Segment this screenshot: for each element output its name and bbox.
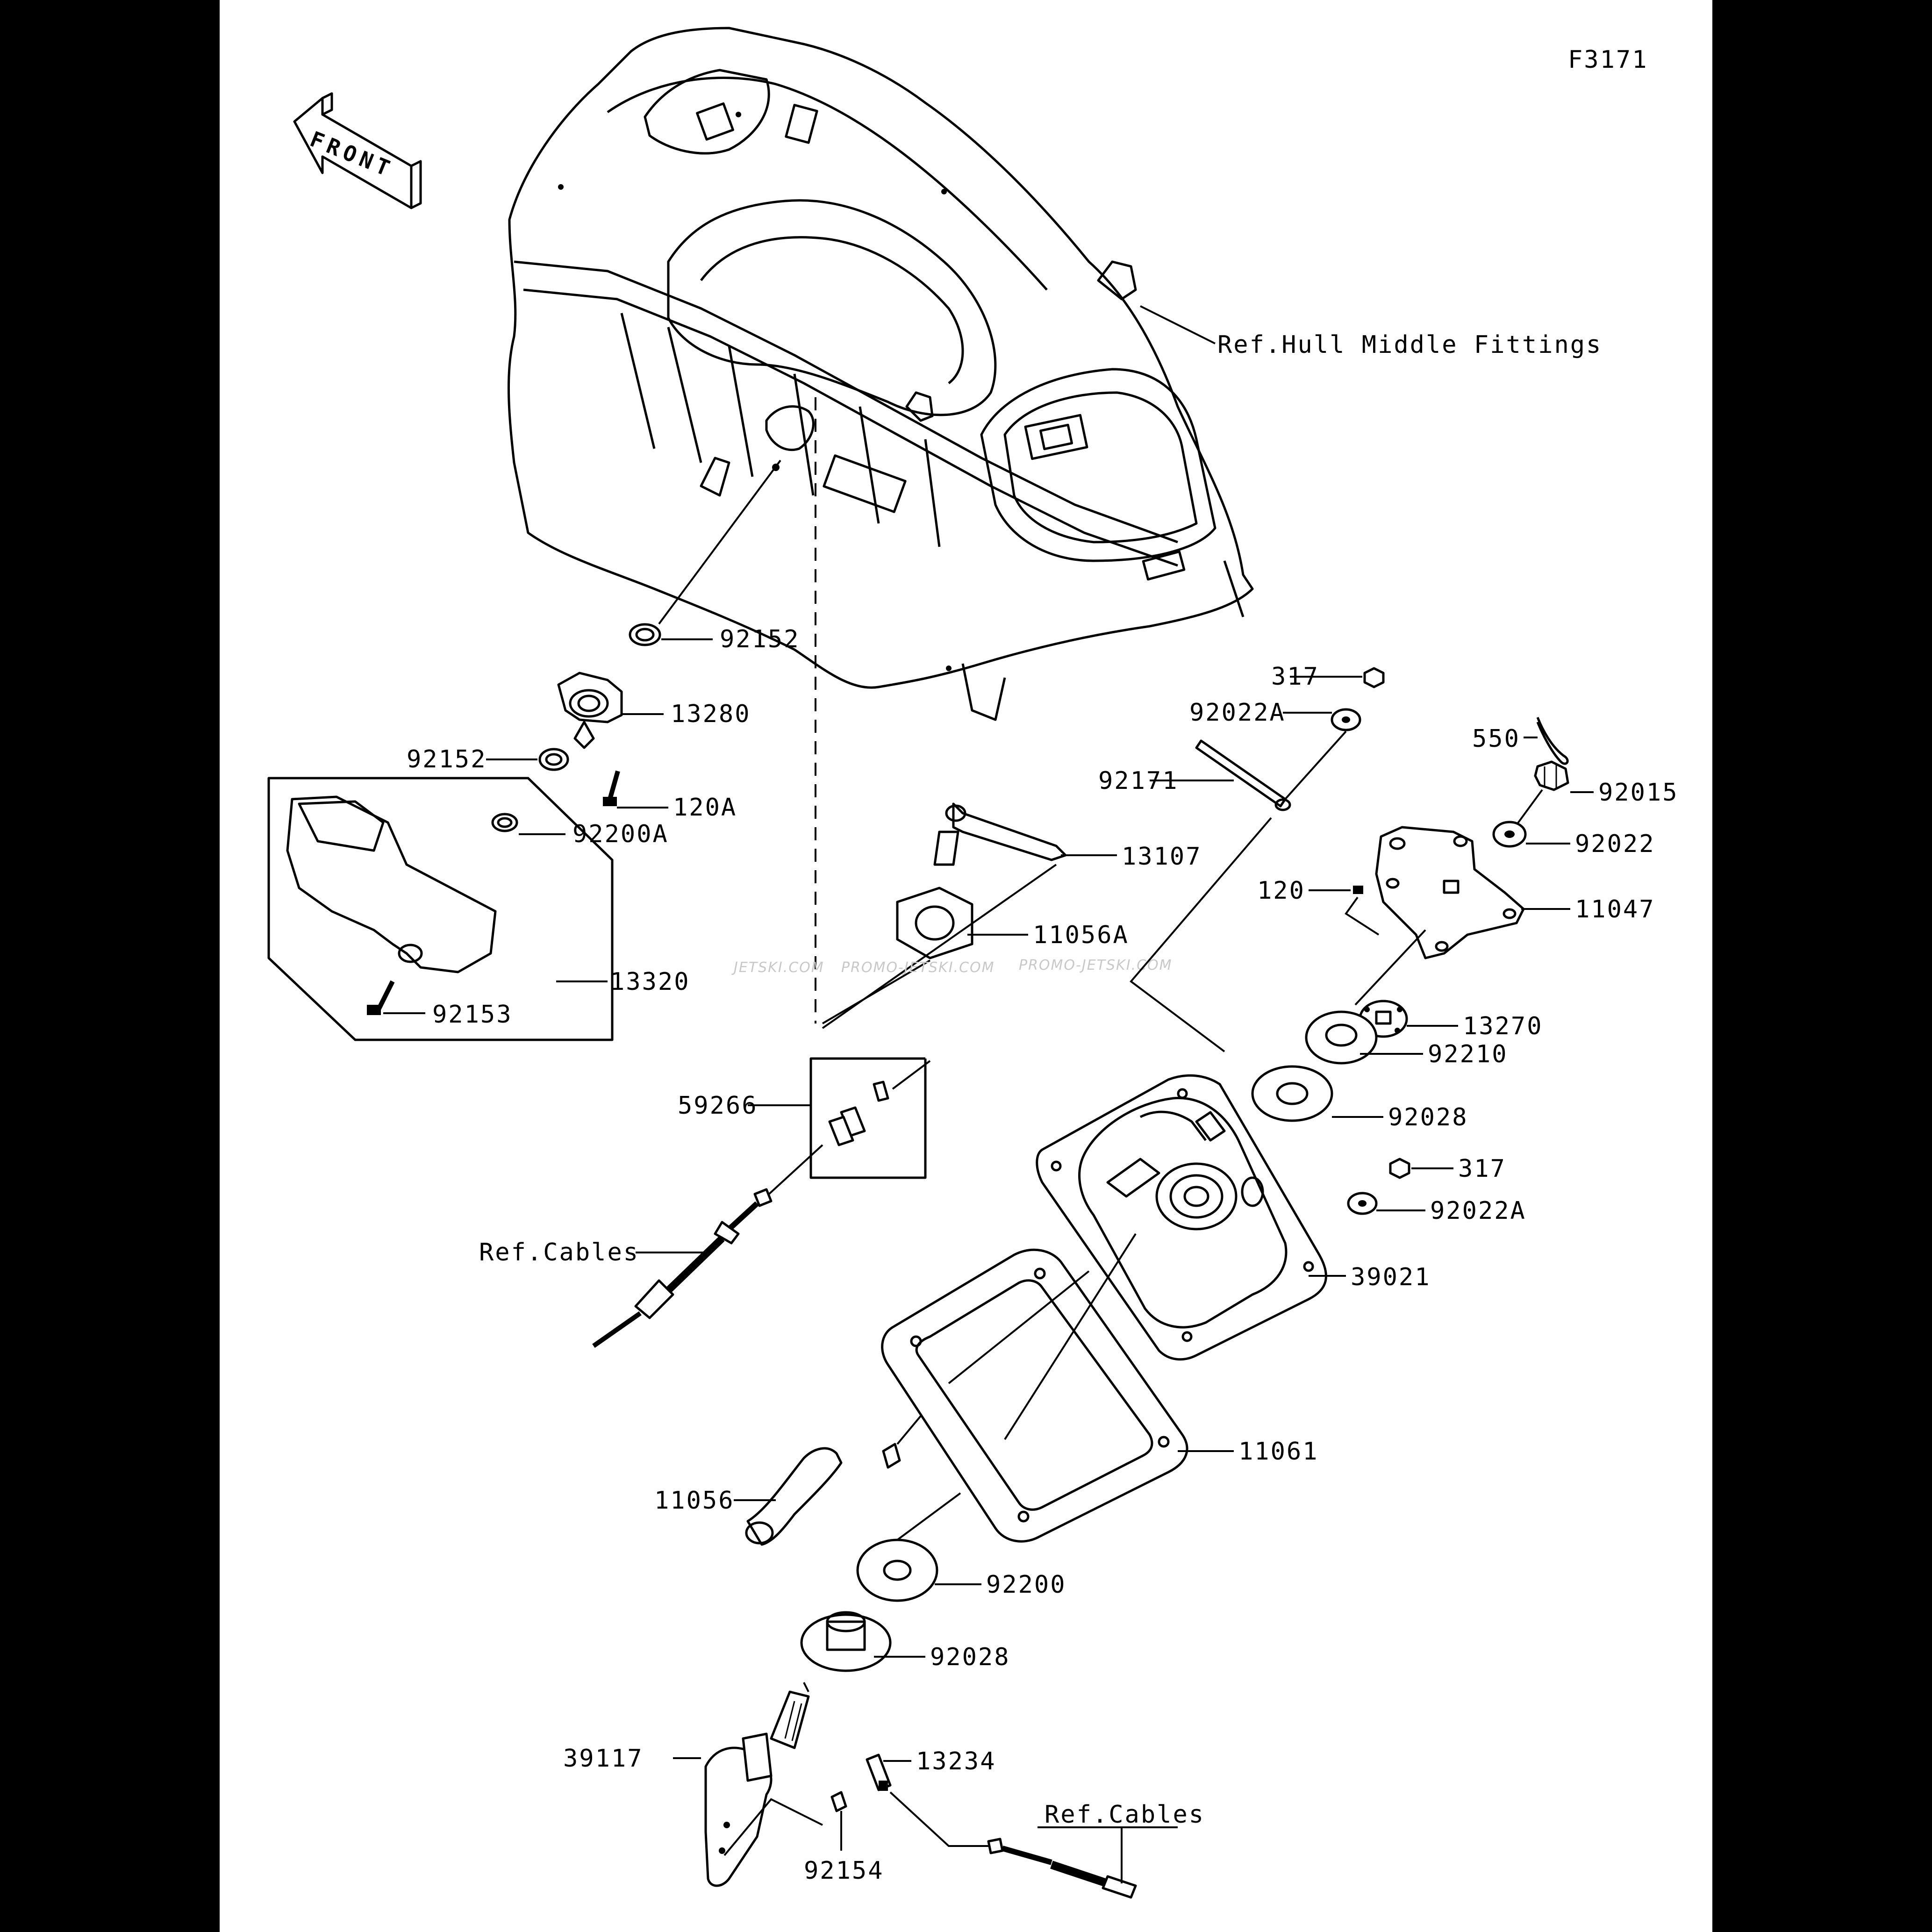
label-92152-mid: 92152 [407,745,487,773]
label-92152-top: 92152 [720,625,800,653]
label-92022A-lower: 92022A [1430,1197,1526,1225]
part-92200A-oring [491,813,565,835]
label-92015: 92015 [1598,779,1679,807]
part-120A-screw [603,770,668,809]
part-11061-gasket [881,1233,1234,1543]
hull-middle-fittings-drawing [507,27,1254,721]
label-13280: 13280 [671,700,751,728]
label-39021: 39021 [1351,1263,1431,1291]
part-92022-washer [1492,821,1570,848]
label-550: 550 [1472,725,1520,753]
part-13107-lever [933,802,1117,866]
part-120-screw [1309,886,1380,936]
label-92210: 92210 [1428,1040,1508,1068]
label-317-top: 317 [1271,663,1319,691]
part-92015-castle-nut [1516,760,1594,826]
label-120: 120 [1257,877,1305,905]
watermark-1: JETSKI.COM [731,959,824,976]
label-13270: 13270 [1463,1012,1543,1040]
label-13320: 13320 [610,968,690,996]
label-11056A: 11056A [1033,921,1129,949]
label-92022A-top: 92022A [1189,699,1286,727]
ref-cables-upper: Ref.Cables [479,1238,639,1267]
label-92028-lower: 92028 [930,1643,1010,1671]
part-92210-bushing [1305,1010,1423,1065]
part-13280-switch [557,672,664,749]
part-92152-grommet-top [629,459,781,646]
part-13234-joint [866,1753,911,1791]
part-39021-housing [1036,1074,1346,1361]
label-317-lower: 317 [1458,1155,1506,1183]
part-92028-washer-upper [1251,1065,1383,1122]
part-11056A-gasket [822,864,1057,1029]
label-13234: 13234 [916,1747,996,1775]
label-92200A: 92200A [572,820,669,848]
cable-lower [889,1791,1178,1899]
label-11061: 11061 [1238,1438,1319,1466]
figure-code: F3171 [1568,46,1648,74]
front-arrow-badge: FRONT [293,92,422,209]
part-92171-strap [1130,739,1291,1052]
part-92200-washer [856,1492,981,1602]
label-92022: 92022 [1575,830,1655,858]
label-39117: 39117 [563,1745,644,1773]
ref-hull-label: Ref.Hull Middle Fittings [1217,331,1602,359]
part-11056-arm [734,1415,922,1546]
part-92152-grommet-mid [486,748,569,771]
part-92028-bushing-lower [800,1611,925,1672]
part-92154-fitting [830,1791,847,1851]
part-59266-fitting-group [748,1057,931,1179]
label-92028-upper: 92028 [1388,1103,1468,1131]
cable-upper [592,1144,823,1348]
part-39117-shaft-arm [673,1682,823,1887]
label-11056: 11056 [654,1487,735,1515]
label-59266: 59266 [678,1092,758,1120]
part-92022A-washer-top [1283,708,1361,800]
watermark-2: PROMO-JETSKI.COM [841,959,995,976]
ref-cables-lower: Ref.Cables [1045,1801,1205,1829]
hull-leader [1140,305,1216,344]
label-92200: 92200 [986,1571,1066,1599]
part-550-cotter-pin [1524,717,1569,765]
part-13320-cover-group [267,777,614,1041]
part-11047-bracket [1354,826,1570,1006]
label-11047: 11047 [1575,895,1655,923]
label-13107: 13107 [1122,843,1202,871]
part-317-nut-lower [1389,1158,1453,1179]
part-317-nut-top [1290,667,1385,688]
part-92022A-washer-lower [1347,1192,1425,1215]
label-92153: 92153 [432,1001,513,1029]
label-92154: 92154 [804,1857,884,1885]
label-120A: 120A [673,794,737,822]
label-92171: 92171 [1098,767,1179,795]
